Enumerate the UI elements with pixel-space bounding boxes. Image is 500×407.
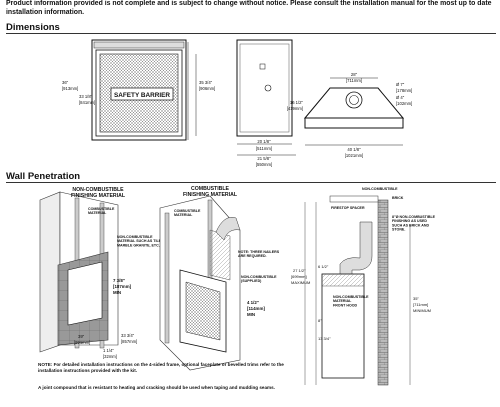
- front-height-1-mm: [913mm]: [62, 86, 78, 91]
- side-depth-1: 20 1/8": [257, 139, 271, 144]
- section-install-drawing: [304, 195, 411, 386]
- front-height-3: 33 1/8": [79, 94, 93, 99]
- dim-1-1-4-mm: [32mm]: [103, 354, 117, 359]
- dim-4-1-2: 4 1/2": [247, 300, 259, 305]
- dim-7-3-8-mm: [187mm]: [113, 284, 132, 289]
- non-comb-top-label: NON-COMBUSTIBLE: [362, 187, 398, 191]
- dim-27-1-2-mm: [699mm]: [291, 274, 307, 279]
- dim-7-3-8: 7 3/8": [113, 278, 125, 283]
- brick-label: BRICK: [392, 196, 404, 200]
- dimensions-heading: Dimensions: [6, 22, 60, 33]
- installation-note-2: A joint compound that is resistant to he…: [38, 385, 275, 390]
- dim-39: 39": [78, 334, 85, 339]
- installation-note-1: NOTE: For detailed installation instruct…: [38, 362, 284, 373]
- dim-35-mm: [711mm]: [413, 302, 428, 307]
- dim-1-1-4: 1 1/4": [103, 348, 114, 353]
- combustible-install-drawing: [159, 195, 241, 371]
- dimensions-rule: [6, 33, 496, 34]
- noncomb-supplied-label: NON-COMBUSTIBLE(SUPPLIED): [241, 275, 277, 283]
- wall-penetration-rule: [6, 182, 496, 183]
- front-height-2-mm: [906mm]: [199, 86, 215, 91]
- dim-27-1-2: 27 1/2": [293, 268, 306, 273]
- notice-text: Product information provided is not comp…: [6, 0, 492, 16]
- top-side: 16 1/2": [290, 100, 304, 105]
- side-view-drawing: [236, 39, 296, 156]
- top-depth: 40 1/8": [347, 147, 361, 152]
- top-diameter-2: Ø 4": [396, 95, 405, 100]
- front-height-1: 36": [62, 80, 69, 85]
- side-depth-1-mm: [511mm]: [256, 146, 272, 151]
- top-depth-mm: [1021mm]: [345, 153, 364, 158]
- dim-4-1-2-mm: [114mm]: [247, 306, 265, 311]
- side-dim-1: 6 1/2": [318, 264, 329, 269]
- top-side-mm: [419mm]: [287, 106, 303, 111]
- top-diameter-2-mm: [102mm]: [396, 101, 412, 106]
- firestop-label: FIRESTOP SPACER: [331, 206, 365, 210]
- dim-39-mm: [991mm]: [74, 340, 90, 345]
- top-diameter-1: Ø 7": [396, 82, 405, 87]
- dim-35: 35": [413, 296, 419, 301]
- side-dim-2: 8": [318, 318, 322, 323]
- top-diameter-1-mm: [178mm]: [396, 88, 412, 93]
- top-width-mm: [711mm]: [346, 78, 362, 83]
- front-height-2: 35 3/4": [199, 80, 213, 85]
- side-depth-2: 21 5/8": [257, 156, 271, 161]
- dim-33-3-4: 33 3/4": [121, 333, 135, 338]
- safety-barrier-label: SAFETY BARRIER: [114, 92, 170, 99]
- minimum-label: MINIMUM: [413, 308, 431, 313]
- maximum-label: MAXIMUM: [291, 280, 310, 285]
- top-view-drawing: [303, 77, 405, 146]
- dim-min-2: MIN: [247, 312, 255, 317]
- wall-penetration-heading: Wall Penetration: [6, 171, 81, 182]
- top-width: 28": [351, 72, 358, 77]
- noncombustible-install-drawing: [39, 191, 119, 353]
- front-view-drawing: [91, 39, 197, 141]
- front-height-3-mm: [841mm]: [79, 100, 95, 105]
- side-depth-2-mm: [550mm]: [256, 162, 272, 167]
- side-dim-3: 13 3/4": [318, 336, 331, 341]
- dim-min-1: MIN: [113, 290, 121, 295]
- dim-33-3-4-mm: [857mm]: [121, 339, 137, 344]
